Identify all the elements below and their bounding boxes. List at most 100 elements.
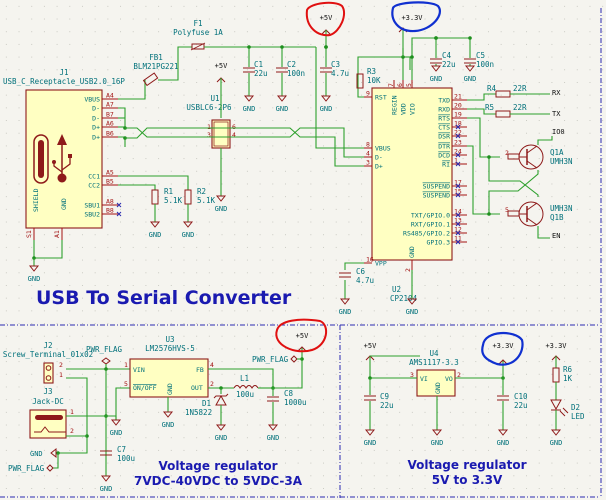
R3-value: 10K — [367, 76, 381, 85]
component-D1[interactable]: D1 1N5822 — [185, 388, 229, 425]
component-Q1A[interactable]: IO0 2 Q1A UMH3N — [505, 128, 573, 170]
no-connect-icon — [455, 212, 461, 218]
U4-pin-num: 3 — [410, 371, 414, 379]
gnd-symbol: GND — [162, 411, 174, 429]
gnd-symbol: GND — [267, 424, 279, 442]
component-C7[interactable]: C7 100u — [100, 445, 135, 463]
J1-pin-number: A4 — [106, 92, 114, 100]
U3-pin-num: 2 — [210, 380, 214, 388]
D2-ref: D2 — [571, 403, 580, 412]
U2-pin-name: RTS — [438, 115, 450, 123]
U2-value: CP2104 — [390, 294, 418, 303]
gnd-label: GND — [110, 429, 123, 437]
power-5v-top: +5V — [305, 1, 346, 49]
R4-ref: R4 — [487, 84, 497, 93]
U2-pin-name: VPP — [375, 260, 387, 268]
component-R1[interactable]: R15.1K — [151, 187, 183, 222]
wire-dtr — [467, 145, 500, 215]
component-FB1[interactable]: FB1 BLM21PG221 — [133, 46, 192, 87]
U2-pin-number: 21 — [454, 93, 462, 101]
U4-pin-vi: VI — [420, 375, 428, 383]
gnd-symbol: GND — [430, 65, 442, 83]
component-R5[interactable]: R5 22R TX — [467, 103, 561, 118]
J1-pin-number: A6 — [106, 120, 114, 128]
gnd-symbol: GND — [464, 65, 477, 83]
component-U4[interactable]: U4 AMS1117-3.3 VI VO GND 3 2 — [409, 349, 461, 397]
U2-pin-number: 12 — [454, 226, 462, 234]
gnd-symbol: GND — [243, 95, 255, 113]
U2-pin-number: 6 — [396, 83, 404, 87]
U2-pin-name: CTS — [438, 124, 450, 132]
no-connect-icon — [455, 183, 461, 189]
usb-symbol-icon — [52, 134, 72, 183]
J1-pin-A1: A1 — [53, 230, 61, 238]
D1-value: 1N5822 — [185, 408, 212, 417]
gnd-label: GND — [497, 439, 510, 447]
U2-pin-name: VIO — [409, 103, 417, 115]
wire — [33, 240, 63, 259]
U2-pin-name: GND — [408, 246, 416, 258]
Q1A-value: UMH3N — [550, 157, 573, 166]
component-C3[interactable]: C34.7u — [320, 45, 349, 96]
ldo-title-line1: Voltage regulator — [407, 458, 526, 472]
ldo-title-line2: 5V to 3.3V — [432, 473, 503, 487]
ground-icon — [550, 429, 562, 436]
usb-c-receptacle-inner — [38, 140, 44, 178]
R1-ref: R1 — [164, 187, 173, 196]
component-R2[interactable]: R25.1K — [184, 187, 216, 222]
wire — [158, 46, 192, 81]
component-U1[interactable]: U1 USBLC6-2P6 +5V 1 6 3 4 — [186, 62, 236, 196]
component-U3[interactable]: U3 LM2576HVS-5 VIN ON/OFF FB OUT GND 1 5… — [124, 335, 214, 398]
R2-ref: R2 — [197, 187, 206, 196]
ground-icon — [364, 429, 376, 436]
J1-pin-name: D+ — [92, 124, 100, 132]
usb-data-lines — [118, 107, 364, 167]
component-J2[interactable]: J2 Screw_Terminal_01x02 2 1 — [3, 341, 93, 384]
U2-pin-number: 14 — [454, 208, 462, 216]
gnd-label: GND — [464, 75, 477, 83]
component-C6[interactable]: C6 4.7u — [339, 262, 374, 299]
no-connect-icon — [455, 133, 461, 139]
Q1B-ref: Q1B — [550, 213, 564, 222]
component-J3[interactable]: J3 Jack-DC 1 2 — [29, 387, 74, 439]
component-C9[interactable]: C9 22u — [364, 378, 394, 430]
pwr-flag-label-3: PWR_FLAG — [252, 355, 289, 364]
blue-highlight-circle — [391, 1, 441, 33]
gnd-symbol: GND — [406, 298, 418, 316]
component-C10[interactable]: C10 22u — [497, 392, 528, 430]
ground-icon — [276, 95, 288, 102]
pwr-flag-label-2: PWR_FLAG — [8, 464, 45, 473]
net-label-3v3: +3.3V — [401, 14, 423, 22]
component-F1[interactable]: F1 Polyfuse 1A — [173, 19, 223, 51]
gnd-symbol: GND — [149, 221, 161, 239]
net-label-en: EN — [552, 232, 560, 240]
component-Q1B[interactable]: EN 5 UMH3N Q1B — [505, 201, 573, 240]
component-L1[interactable]: L1 100u — [233, 374, 259, 399]
gnd-label: GND — [550, 439, 563, 447]
U2-pin-number: 3 — [366, 159, 370, 167]
J1-pin-name: CC2 — [88, 182, 100, 190]
U1-pin: 3 — [207, 131, 211, 139]
component-R4[interactable]: R4 22R RX — [467, 84, 561, 101]
C2-ref: C2 — [287, 60, 296, 69]
J1-pin-number: A8 — [106, 198, 114, 206]
component-R6[interactable]: R6 1K — [552, 365, 573, 383]
C10-ref: C10 — [514, 392, 528, 401]
component-R3[interactable]: R3 10K — [356, 56, 411, 98]
wire-cross — [488, 170, 539, 214]
U2-pin-name: RI — [442, 161, 450, 169]
J1-pin-gnd-label: GND — [60, 198, 68, 210]
gnd-symbol: GND — [182, 221, 194, 239]
net-label-3v3-ldo: +3.3V — [492, 342, 514, 350]
J1-pin-number: B5 — [106, 178, 114, 186]
gnd-symbol: GND — [431, 429, 443, 447]
pwr-flag-icon — [290, 355, 298, 363]
component-C8[interactable]: C8 1000u — [267, 388, 307, 425]
sheet-title: USB To Serial Converter — [36, 287, 292, 309]
